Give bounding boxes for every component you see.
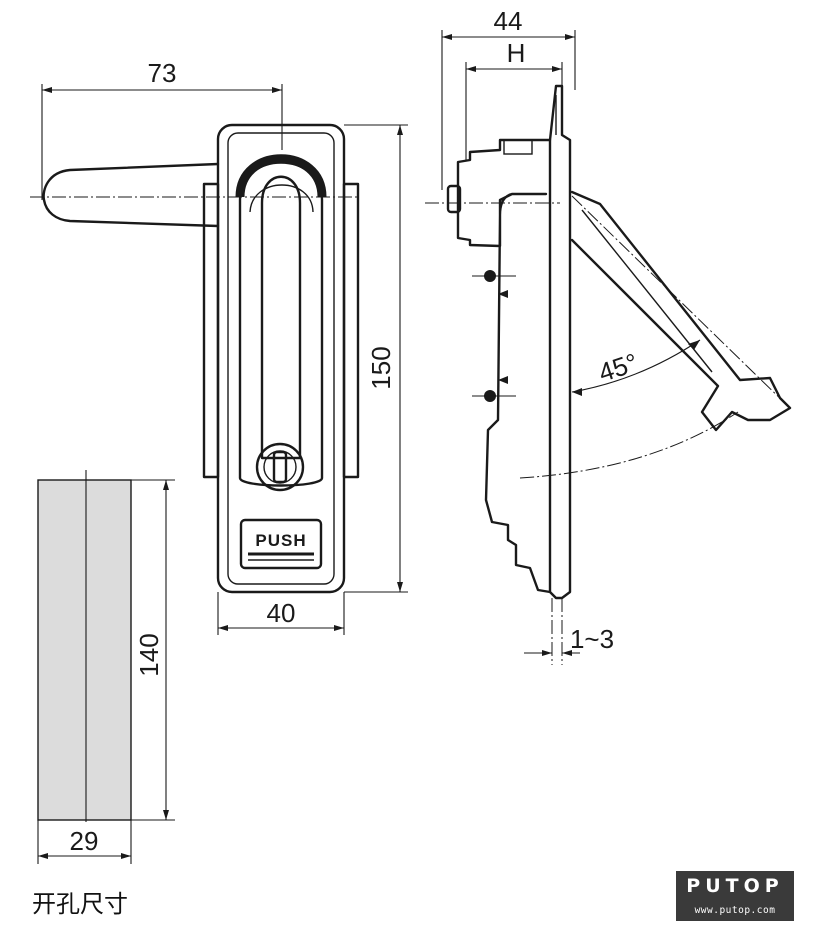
logo-url: www.putop.com: [694, 905, 776, 916]
dim-150: 150: [344, 124, 408, 593]
right-bracket: [342, 182, 360, 479]
dim-29: 29: [37, 820, 132, 864]
handle-recess: [238, 161, 324, 487]
dim-panel-label: 1~3: [570, 624, 614, 654]
cutout-view: 140 29: [37, 470, 175, 864]
dim-40-label: 40: [267, 598, 296, 628]
flange: [548, 84, 572, 600]
dim-73: 73: [41, 58, 283, 200]
dim-panel: 1~3: [524, 598, 614, 665]
dim-angle-label: 45°: [595, 347, 642, 388]
handle-open: [570, 190, 792, 432]
dim-h-label: H: [507, 38, 526, 68]
dim-73-label: 73: [148, 58, 177, 88]
key-cylinder-icon: [255, 442, 305, 492]
left-bracket: [202, 182, 220, 479]
dim-h: H: [465, 38, 563, 160]
cutout-caption: 开孔尺寸: [32, 890, 128, 918]
push-label: PUSH: [255, 531, 306, 550]
brand-logo: PUTOP www.putop.com: [676, 871, 794, 921]
knob: [446, 184, 462, 214]
handle-lever: [42, 162, 220, 228]
side-view: 44 H: [425, 6, 792, 665]
push-plate: PUSH: [239, 518, 323, 570]
dim-150-label: 150: [366, 346, 396, 389]
dim-140-label: 140: [134, 633, 164, 676]
dim-140: 140: [131, 479, 175, 821]
side-body: [456, 138, 552, 594]
screw-bottom: [472, 376, 516, 402]
front-view: 73 PUSH: [30, 58, 408, 635]
angle-arc: 45°: [519, 339, 739, 479]
dim-44: 44: [441, 6, 576, 190]
dim-40: 40: [217, 592, 345, 635]
cutout-rect: [37, 479, 132, 821]
lock-body: [216, 123, 346, 594]
grip-slot: [260, 175, 302, 460]
dim-29-label: 29: [70, 826, 99, 856]
dim-44-label: 44: [494, 6, 523, 36]
logo-word: PUTOP: [686, 875, 784, 897]
screw-top: [472, 270, 516, 298]
